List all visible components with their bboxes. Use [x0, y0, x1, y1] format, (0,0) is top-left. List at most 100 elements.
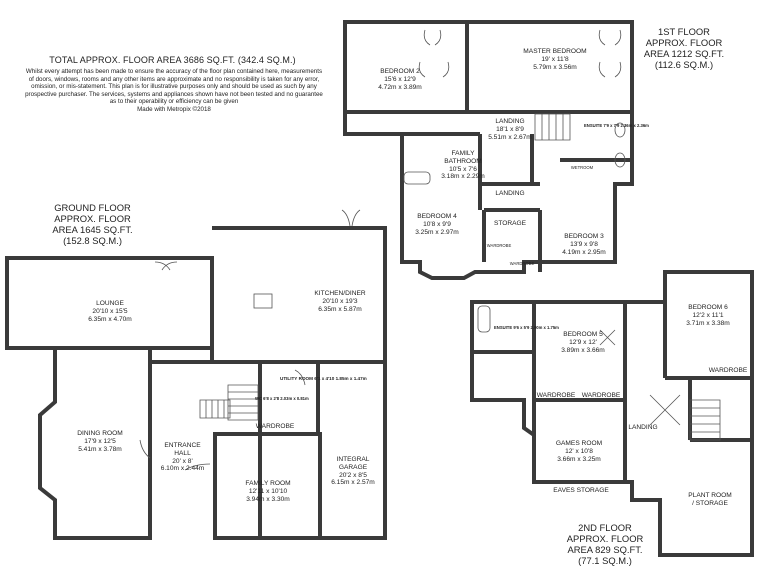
room-name: PLANT ROOM — [688, 492, 732, 499]
room-dimensions-imperial: 10'5 x 7'6 — [449, 165, 477, 173]
room-name: / STORAGE — [692, 499, 728, 507]
room-dimensions-metric: 3.94m x 3.30m — [246, 495, 290, 503]
room-dimensions-metric: 6.35m x 4.70m — [88, 315, 132, 323]
stairs — [689, 399, 721, 441]
room-name: DINING ROOM — [77, 430, 123, 437]
floor-label-line: AREA 1212 SQ.FT. — [643, 48, 725, 60]
room-name: BATHROOM — [444, 157, 482, 165]
room-dimensions-metric: 3.71m x 3.38m — [686, 319, 730, 327]
room-utility: UTILITY ROOM 6'1 x 4'10 1.85m x 1.47m — [280, 376, 367, 381]
room-dimensions-imperial: 6'8 x 2'8 — [263, 396, 280, 401]
room-name: BEDROOM 5 — [563, 331, 603, 338]
room-name: LOUNGE — [96, 300, 124, 307]
room-landing-second: LANDING — [628, 424, 658, 431]
room-name: ENSUITE — [494, 325, 513, 330]
room-plant-storage: PLANT ROOM / STORAGE — [672, 492, 748, 508]
wardrobe-second-e: WARDROBE — [581, 392, 621, 399]
room-lounge: LOUNGE 20'10 x 15'5 6.35m x 4.70m — [55, 300, 165, 323]
room-dimensions-imperial: 19' x 11'8 — [541, 55, 569, 63]
bath — [477, 305, 491, 333]
room-name: BEDROOM 3 — [564, 233, 604, 240]
room-dimensions-imperial: 13'9 x 9'8 — [570, 240, 598, 248]
room-name: BEDROOM 6 — [688, 304, 728, 311]
disclaimer-line: as to their operability or efficiency ca… — [109, 98, 239, 106]
room-dimensions-imperial: 15'6 x 12'9 — [384, 75, 416, 83]
first-floor-inner-walls — [345, 22, 632, 272]
room-dimensions-metric: 3.18m x 2.29m — [441, 173, 485, 181]
room-dimensions-imperial: 6'1 x 4'10 — [314, 376, 335, 381]
total-floor-area: TOTAL APPROX. FLOOR AREA 3686 SQ.FT. (34… — [49, 55, 296, 65]
room-dimensions-metric: 5.41m x 3.78m — [78, 445, 122, 453]
room-dimensions-imperial: 10'8 x 9'9 — [423, 220, 451, 228]
room-dimensions-metric: 6.15m x 2.57m — [331, 479, 375, 487]
room-bedroom-4: BEDROOM 4 10'8 x 9'9 3.25m x 2.97m — [408, 213, 466, 236]
room-games: GAMES ROOM 12' x 10'8 3.66m x 3.25m — [546, 440, 612, 463]
stairs — [199, 399, 231, 419]
room-dimensions-metric: 2.90m x 1.75m — [530, 325, 559, 330]
room-dimensions-metric: 2.36m x 2.36m — [620, 123, 649, 128]
second-floor-label: 2ND FLOOR APPROX. FLOOR AREA 829 SQ.FT. … — [560, 522, 650, 566]
room-dimensions-metric: 3.25m x 2.97m — [415, 228, 459, 236]
room-name: KITCHEN/DINER — [314, 290, 366, 297]
wardrobe-first-a: WARDROBE — [486, 243, 512, 248]
room-eaves-storage: EAVES STORAGE — [553, 487, 609, 494]
stairs — [227, 384, 259, 421]
room-name: LANDING — [495, 118, 525, 125]
room-dimensions-metric: 6.35m x 5.87m — [318, 305, 362, 313]
room-dimensions-imperial: 12' x 10'8 — [565, 447, 593, 455]
first-floor-label: 1ST FLOOR APPROX. FLOOR AREA 1212 SQ.FT.… — [640, 26, 728, 70]
room-name: BEDROOM 2 — [380, 68, 420, 75]
room-master-bedroom: MASTER BEDROOM 19' x 11'8 5.79m x 3.56m — [505, 48, 605, 71]
floor-label-line: APPROX. FLOOR — [645, 37, 723, 49]
wardrobe-second-d: WARDROBE — [536, 392, 576, 399]
floor-label-line: (77.1 SQ.M.) — [578, 555, 632, 567]
room-wetroom: WETROOM — [570, 165, 594, 170]
door-arc — [139, 29, 622, 471]
room-ensuite-first: ENSUITE 7'9 x 7'9 2.36m x 2.36m — [584, 123, 649, 129]
room-dimensions-metric: 3.89m x 3.66m — [561, 346, 605, 354]
room-dimensions-imperial: 9'6 x 5'9 — [513, 325, 530, 330]
room-storage: STORAGE — [493, 220, 527, 227]
floor-label-line: (152.8 SQ.M.) — [63, 235, 122, 247]
room-kitchen-diner: KITCHEN/DINER 20'10 x 19'3 6.35m x 5.87m — [290, 290, 390, 313]
room-bedroom-2: BEDROOM 2 15'6 x 12'9 4.72m x 3.89m — [355, 68, 445, 91]
floor-label-line: 2ND FLOOR — [578, 522, 632, 533]
ground-floor-label: GROUND FLOOR APPROX. FLOOR AREA 1645 SQ.… — [45, 202, 140, 246]
velux-window — [599, 329, 681, 426]
floor-label-line: APPROX. FLOOR — [54, 213, 131, 225]
wardrobe-first-b: WARDROBE — [509, 261, 535, 266]
floor-label-line: AREA 1645 SQ.FT. — [52, 224, 133, 236]
room-dimensions-imperial: 17'9 x 12'5 — [84, 437, 116, 445]
disclaimer-line: prospective purchaser. The services, sys… — [25, 90, 323, 98]
floor-label-line: APPROX. FLOOR — [566, 533, 644, 545]
floor-label-line: GROUND FLOOR — [54, 202, 131, 213]
room-dimensions-metric: 3.66m x 3.25m — [557, 455, 601, 463]
basin — [614, 122, 626, 138]
room-bedroom-3: BEDROOM 3 13'9 x 9'8 4.19m x 2.95m — [550, 233, 618, 256]
room-ensuite-second: ENSUITE 9'6 x 5'9 2.90m x 1.75m — [494, 325, 559, 331]
room-name: GAMES ROOM — [555, 440, 603, 447]
room-integral-garage: INTEGRAL GARAGE 20'2 x 8'5 6.15m x 2.57m — [322, 456, 384, 487]
room-name: ENSUITE — [584, 123, 603, 128]
wardrobe-second-c: WARDROBE — [708, 367, 748, 374]
disclaimer-line: of doors, windows, rooms and any other i… — [28, 75, 320, 83]
room-bedroom-6: BEDROOM 6 12'2 x 11'1 3.71m x 3.38m — [670, 304, 746, 327]
room-wc: WC 6'8 x 2'8 2.03m x 0.81m — [255, 396, 309, 402]
room-name: UTILITY — [280, 376, 298, 381]
room-dining: DINING ROOM 17'9 x 12'5 5.41m x 3.78m — [55, 430, 145, 453]
first-floor-outline — [343, 20, 634, 280]
kitchen-island — [253, 293, 273, 309]
room-dimensions-metric: 4.19m x 2.95m — [562, 248, 606, 256]
floor-label-line: AREA 829 SQ.FT. — [567, 544, 643, 556]
bath — [403, 171, 431, 185]
room-landing-first: LANDING 18'1 x 8'9 5.51m x 2.67m — [480, 118, 540, 141]
room-dimensions-metric: 5.79m x 3.56m — [533, 63, 577, 71]
room-dimensions-imperial: 20'10 x 19'3 — [322, 297, 358, 305]
utility-walls — [260, 360, 320, 434]
room-name: FAMILY ROOM — [245, 480, 291, 487]
disclaimer-line: omission, or mis-statement. This plan is… — [31, 83, 317, 91]
room-name: BEDROOM 4 — [417, 213, 457, 220]
room-name: HALL — [174, 449, 191, 457]
ground-wardrobe: WARDROBE — [255, 423, 295, 430]
